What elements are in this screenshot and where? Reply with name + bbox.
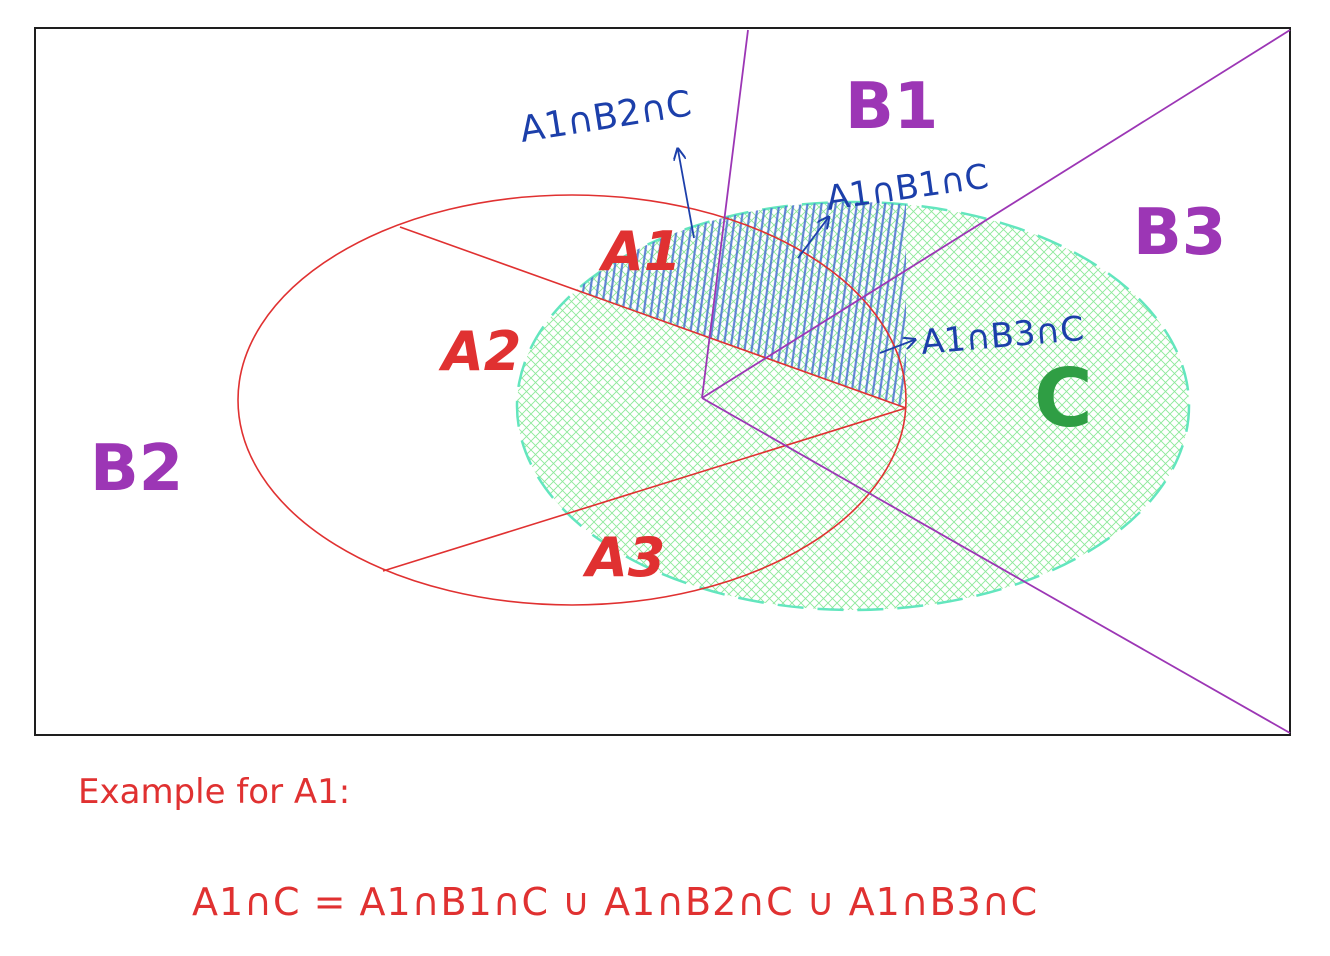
label-b3: B3	[1133, 196, 1226, 270]
arrow-a1b1c	[797, 218, 828, 259]
arrow-a1b2c	[678, 150, 695, 239]
label-a1: A1	[598, 220, 681, 283]
set-a-ellipse	[237, 194, 907, 606]
example-heading: Example for A1:	[78, 772, 351, 812]
arrow-a1b3c	[879, 340, 914, 354]
universe-frame	[34, 27, 1291, 736]
label-b2: B2	[90, 432, 183, 506]
a-partition-line-upper	[399, 226, 907, 409]
label-c: C	[1034, 352, 1093, 445]
b-partition-line-top	[701, 29, 749, 399]
label-b1: B1	[845, 70, 938, 144]
label-a2: A2	[438, 320, 521, 383]
b-partition-line-lower-right	[701, 397, 1291, 734]
a-partition-line-lower	[382, 407, 907, 572]
b-partition-line-upper-right	[701, 29, 1291, 399]
example-formula: A1∩C = A1∩B1∩C ∪ A1∩B2∩C ∪ A1∩B3∩C	[192, 880, 1039, 924]
annotation-a1b2c: A1∩B2∩C	[517, 83, 694, 151]
label-a3: A3	[582, 526, 665, 589]
